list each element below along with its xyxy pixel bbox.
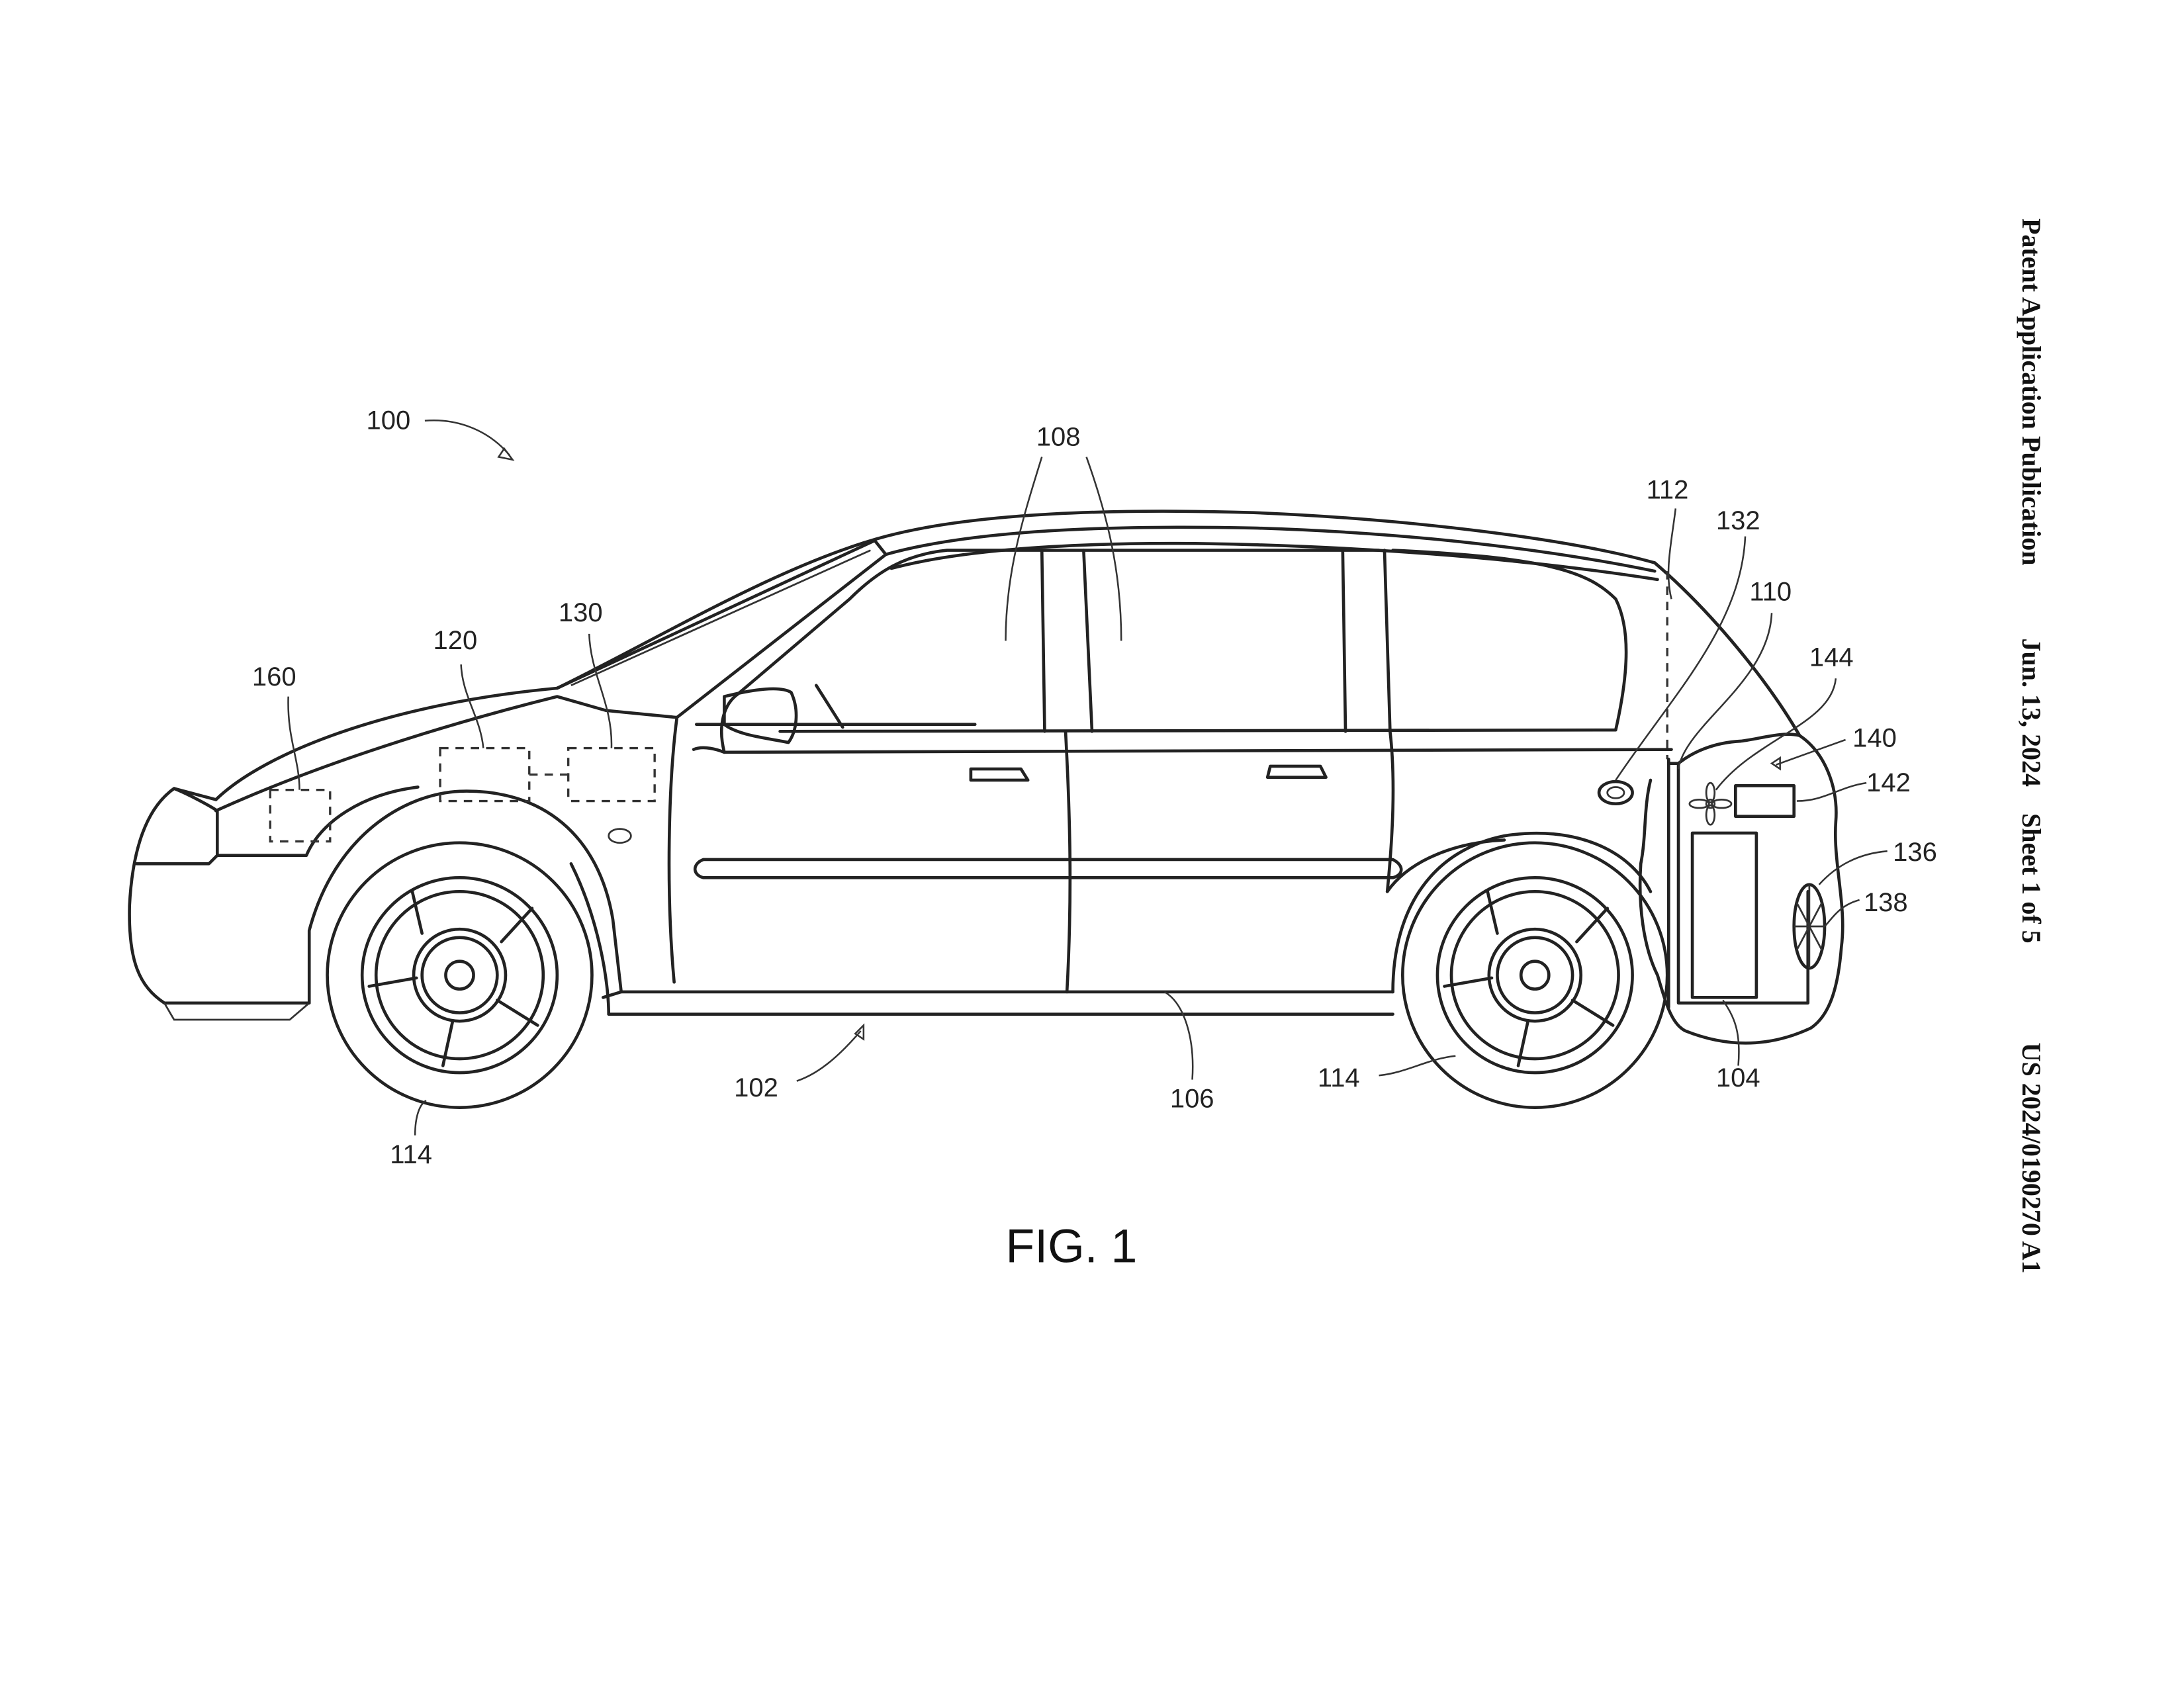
label-140: 140 (1852, 723, 1897, 752)
label-160: 160 (252, 662, 296, 691)
fan-icon (1688, 781, 1733, 826)
figure-caption: FIG. 1 (1006, 1220, 1138, 1272)
label-100: 100 (367, 406, 411, 435)
label-102: 102 (734, 1073, 778, 1102)
sheet-number: Sheet 1 of 5 (2017, 813, 2047, 944)
label-108: 108 (1036, 423, 1081, 452)
wheel-component-icon (1792, 883, 1827, 970)
label-136: 136 (1893, 838, 1937, 867)
label-106: 106 (1170, 1085, 1214, 1114)
rear-cutaway (1638, 561, 1844, 1045)
label-130: 130 (559, 598, 603, 627)
front-wheel (326, 841, 594, 1109)
vehicle-body (128, 510, 1801, 1021)
label-104: 104 (1716, 1063, 1760, 1092)
patent-header: Patent Application Publication Jun. 13, … (1999, 218, 2078, 1476)
publication-type: Patent Application Publication (2017, 218, 2047, 566)
label-144: 144 (1809, 643, 1854, 672)
label-138: 138 (1864, 888, 1908, 917)
rear-wheel (1401, 841, 1669, 1109)
label-120: 120 (433, 626, 478, 655)
label-114-rear: 114 (1318, 1063, 1360, 1092)
publication-number: US 2024/0190270 A1 (2017, 1042, 2047, 1274)
label-142: 142 (1866, 768, 1911, 797)
label-132: 132 (1716, 506, 1760, 535)
label-112: 112 (1647, 476, 1689, 505)
reference-labels: 100 108 112 132 110 144 140 142 136 138 … (252, 406, 1937, 1272)
leader-lines (287, 419, 1888, 1136)
label-110: 110 (1749, 577, 1792, 606)
publication-date: Jun. 13, 2024 (2017, 638, 2047, 787)
label-114-front: 114 (390, 1140, 432, 1169)
hidden-modules (269, 746, 656, 843)
